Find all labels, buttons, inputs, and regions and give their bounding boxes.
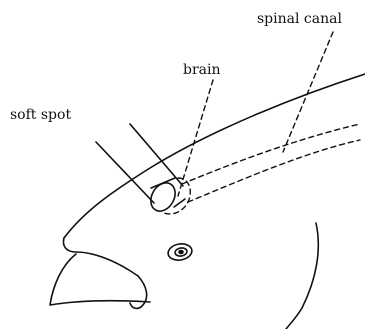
brain-label: brain xyxy=(183,62,221,78)
spinal-canal-lower xyxy=(188,140,360,202)
spinal-canal-upper xyxy=(182,124,360,184)
snout-outline xyxy=(64,238,139,276)
spinal-canal-label: spinal canal xyxy=(257,11,342,27)
soft-spot-pointer-2 xyxy=(130,124,183,186)
spinal-canal-leader-line xyxy=(283,32,333,152)
soft-spot-label: soft spot xyxy=(10,107,71,123)
soft-spot-pointer-1 xyxy=(96,142,154,203)
soft-spot-end xyxy=(146,179,180,216)
lower-jaw-outline-2 xyxy=(130,276,147,308)
eye-pupil xyxy=(179,251,183,254)
lower-jaw-outline xyxy=(50,254,150,305)
gill-cover-outline xyxy=(286,223,318,329)
